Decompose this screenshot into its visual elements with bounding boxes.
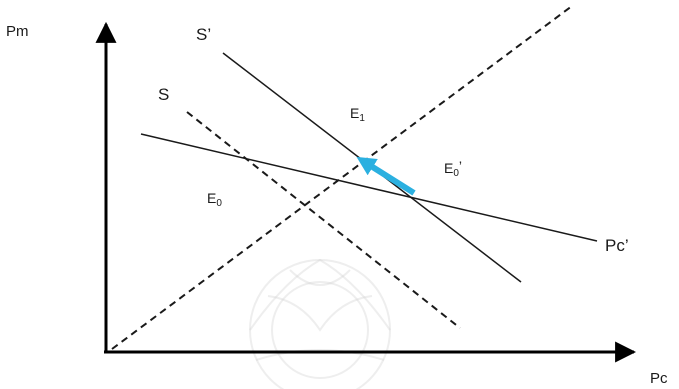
curve-s-label: S xyxy=(158,85,169,104)
y-axis-label: Pm xyxy=(6,23,29,40)
watermark-emblem-icon xyxy=(249,258,391,389)
x-axis-label: Pc xyxy=(650,370,668,387)
point-e0-prime-label: E0’ xyxy=(444,158,462,179)
point-e0-label: E0 xyxy=(207,190,222,209)
curve-pc-prime xyxy=(140,133,598,242)
curve-pc-prime-label: Pc’ xyxy=(605,236,629,255)
shift-arrow xyxy=(356,156,416,196)
point-e1-label: E1 xyxy=(350,105,365,124)
dashed-diagonal-line xyxy=(111,5,573,350)
curve-s-dashed xyxy=(186,111,461,329)
curve-s-prime-label: S’ xyxy=(196,25,211,44)
